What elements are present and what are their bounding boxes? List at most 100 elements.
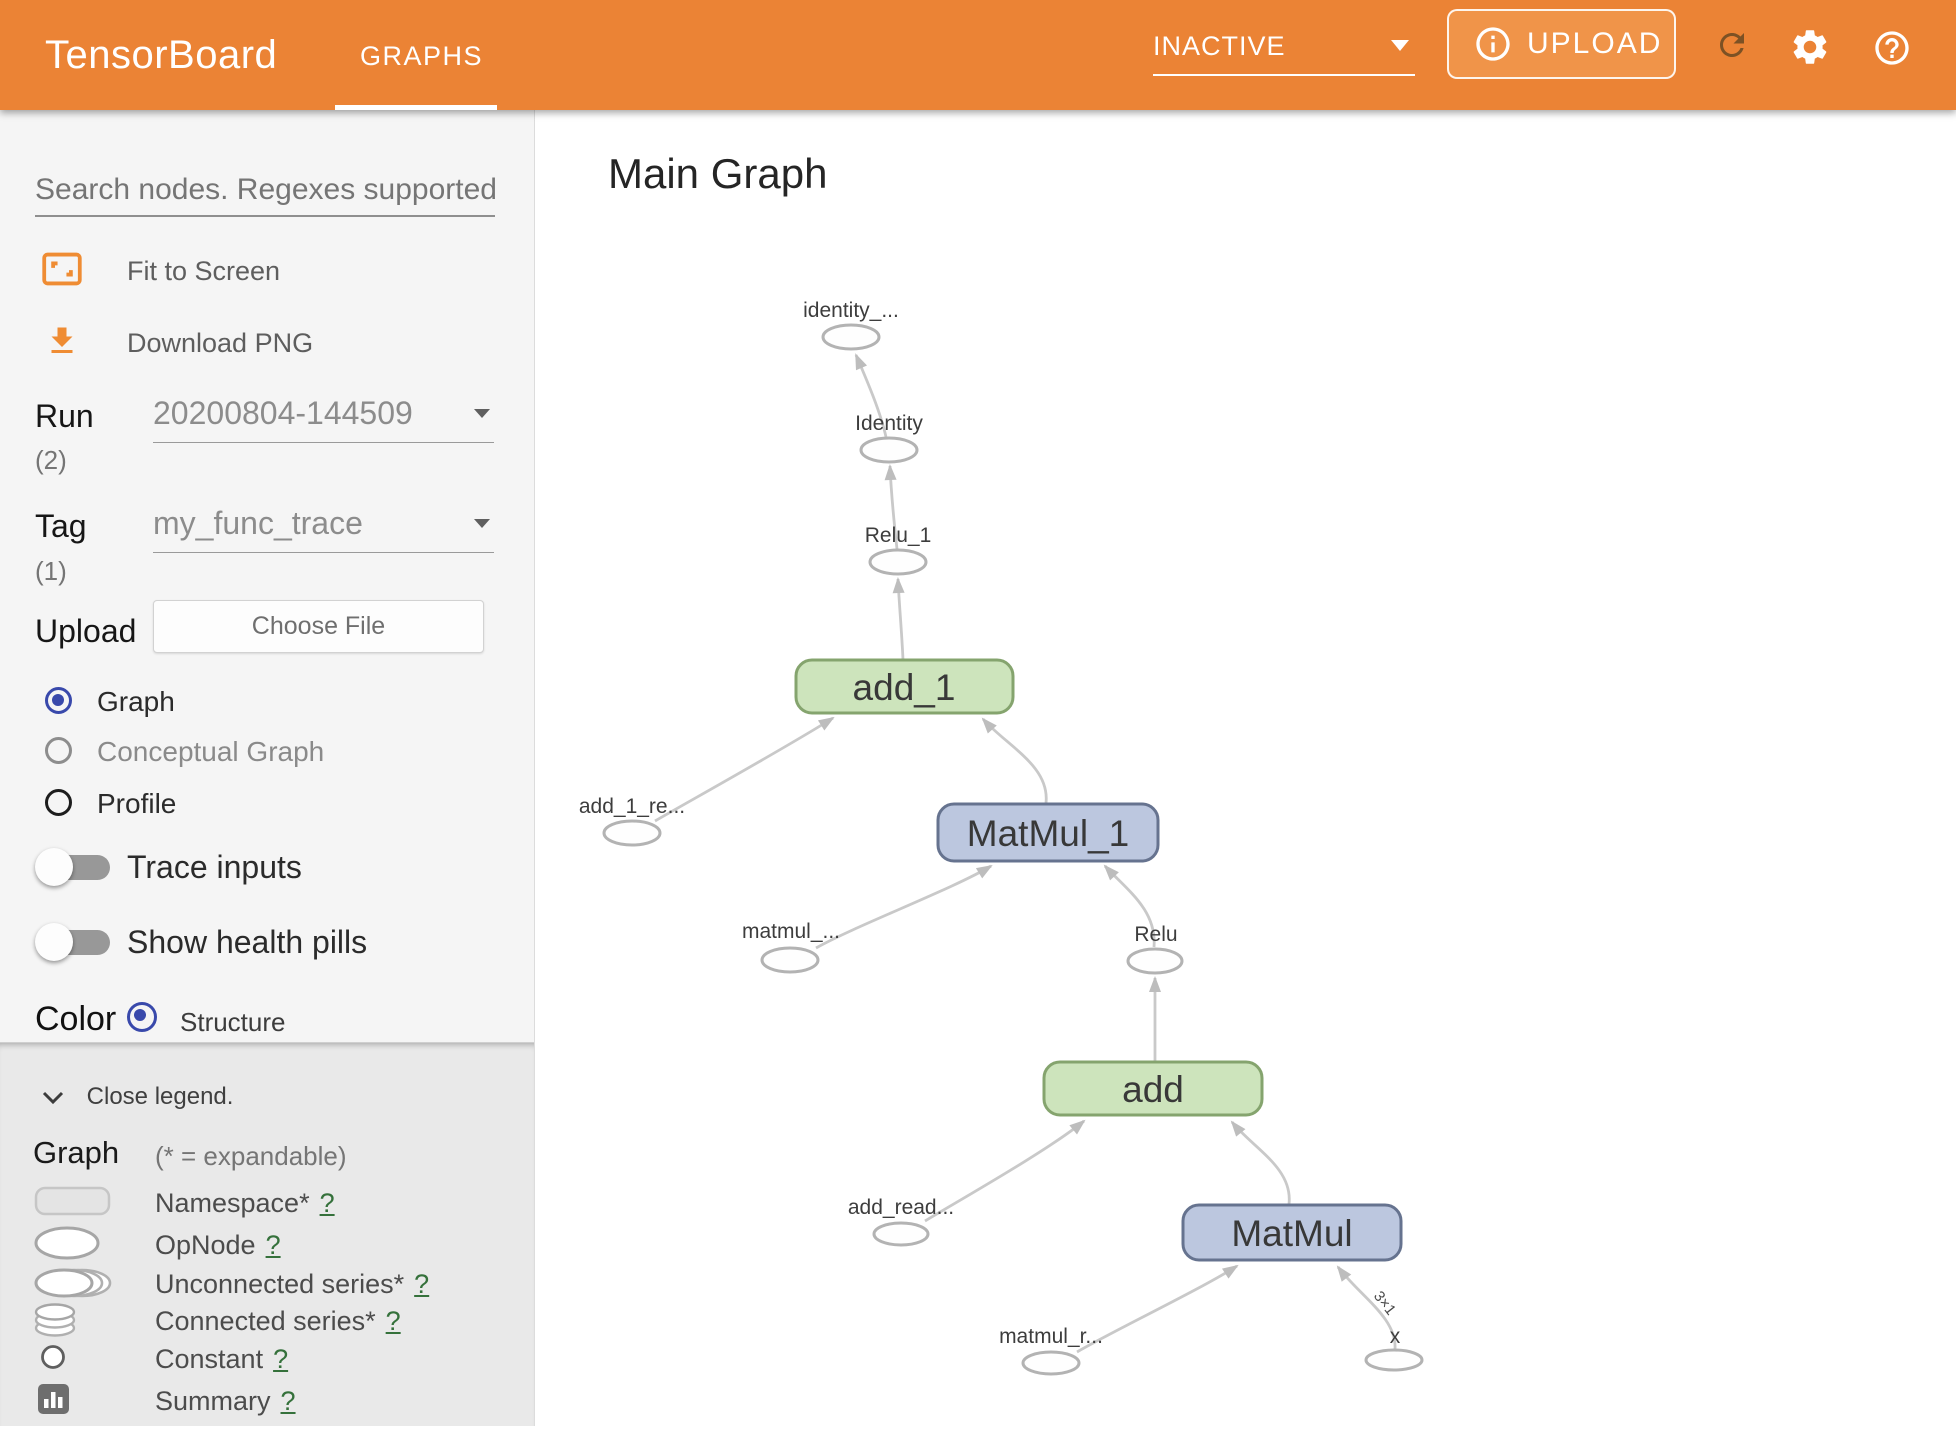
main-graph-area: Main Graph 3×1 identity_... Identity — [535, 110, 1956, 1426]
namespace-icon — [34, 1186, 111, 1216]
download-icon — [51, 327, 73, 353]
tag-select[interactable]: my_func_trace — [153, 505, 494, 553]
settings-gear-icon[interactable] — [1789, 26, 1831, 68]
edge-matmul-to-add — [1230, 1120, 1291, 1205]
tab-graphs[interactable]: GRAPHS — [360, 41, 484, 71]
opnode-icon — [34, 1226, 100, 1260]
graph-node-add-1-read[interactable]: add_1_re... — [579, 795, 685, 847]
upload-label: Upload — [35, 613, 137, 649]
help-link[interactable]: ? — [385, 1306, 401, 1336]
radio-conceptual-graph[interactable] — [45, 737, 72, 764]
trace-inputs-toggle[interactable] — [35, 847, 115, 887]
graph-node-identity-out[interactable]: identity_... — [803, 299, 899, 351]
edge-relu-to-matmul-1 — [1103, 864, 1156, 948]
svg-text:matmul_...: matmul_... — [742, 920, 840, 943]
svg-text:x: x — [1390, 1325, 1401, 1348]
unconnected-series-icon — [34, 1268, 112, 1298]
toggle-knob — [35, 848, 73, 886]
legend-item-summary: Summary? — [155, 1386, 296, 1416]
graph-node-add[interactable]: add — [1042, 1060, 1264, 1117]
refresh-icon[interactable] — [1714, 27, 1750, 63]
edge-add-1-to-relu-1 — [892, 577, 905, 661]
legend-item-constant: Constant? — [155, 1344, 289, 1374]
upload-button[interactable]: UPLOAD — [1447, 9, 1676, 79]
choose-file-button[interactable]: Choose File — [153, 600, 484, 653]
svg-text:add_1: add_1 — [853, 667, 956, 708]
run-select[interactable]: 20200804-144509 — [153, 395, 494, 443]
legend-title: Graph — [33, 1135, 120, 1170]
svg-text:Identity: Identity — [855, 412, 923, 435]
edge-shape-label: 3×1 — [1370, 1288, 1399, 1319]
legend-item-namespace: Namespace*? — [155, 1188, 335, 1218]
active-tab-indicator — [335, 105, 497, 110]
radio-profile-label[interactable]: Profile — [97, 788, 177, 819]
graph-node-identity[interactable]: Identity — [855, 412, 923, 464]
graph-canvas[interactable]: 3×1 identity_... Identity Relu_1 add_1_r… — [535, 110, 1956, 1426]
svg-text:MatMul: MatMul — [1231, 1213, 1352, 1254]
tag-label: Tag — [35, 508, 87, 544]
radio-profile[interactable] — [45, 789, 72, 816]
status-dropdown-value: INACTIVE — [1153, 31, 1286, 61]
show-health-pills-toggle[interactable] — [35, 922, 115, 962]
app-header: TensorBoard GRAPHS INACTIVE UPLOAD — [0, 0, 1956, 110]
tag-select-value: my_func_trace — [153, 505, 363, 541]
run-count: (2) — [35, 445, 67, 475]
help-link[interactable]: ? — [273, 1344, 289, 1374]
help-link[interactable]: ? — [280, 1386, 296, 1416]
graph-node-matmul-1[interactable]: MatMul_1 — [936, 802, 1160, 863]
svg-text:Relu: Relu — [1134, 923, 1177, 946]
chevron-down-icon — [1391, 40, 1409, 51]
connected-series-icon — [34, 1303, 76, 1337]
help-link[interactable]: ? — [414, 1269, 430, 1299]
edge-add-read-to-add — [924, 1119, 1086, 1223]
run-select-value: 20200804-144509 — [153, 395, 413, 431]
help-icon[interactable] — [1872, 28, 1912, 68]
legend-panel: Close legend. Graph (* = expandable) Nam… — [0, 1042, 534, 1426]
chevron-down-icon — [474, 519, 490, 528]
constant-icon — [41, 1345, 65, 1369]
help-link[interactable]: ? — [319, 1188, 335, 1218]
color-label: Color — [35, 1000, 117, 1038]
radio-graph[interactable] — [45, 687, 72, 714]
show-health-pills-label: Show health pills — [127, 924, 368, 960]
svg-text:add: add — [1122, 1069, 1184, 1110]
graph-node-matmul-read[interactable]: matmul_r... — [999, 1325, 1103, 1376]
radio-conceptual-graph-label[interactable]: Conceptual Graph — [97, 736, 325, 767]
graph-node-matmul[interactable]: MatMul — [1181, 1203, 1403, 1262]
toggle-knob — [35, 923, 73, 961]
app-logo: TensorBoard — [45, 33, 278, 77]
graph-node-x[interactable]: x — [1364, 1325, 1424, 1372]
color-structure-label: Structure — [180, 1007, 286, 1037]
search-input[interactable] — [35, 165, 495, 217]
chevron-down-icon — [42, 1091, 64, 1104]
svg-text:add_read...: add_read... — [848, 1196, 954, 1219]
page-title: Main Graph — [608, 150, 828, 197]
sidebar: Fit to Screen Download PNG Run (2) 20200… — [0, 110, 535, 1426]
edge-matmul-read-1-to-matmul-1 — [815, 864, 993, 950]
close-legend-button[interactable]: Close legend. — [42, 1083, 233, 1111]
svg-text:identity_...: identity_... — [803, 299, 899, 322]
svg-text:MatMul_1: MatMul_1 — [967, 813, 1129, 854]
graph-node-relu-1[interactable]: Relu_1 — [865, 524, 932, 576]
radio-graph-label[interactable]: Graph — [97, 686, 175, 717]
fit-to-screen-icon — [42, 252, 82, 286]
graph-node-add-read[interactable]: add_read... — [848, 1196, 954, 1247]
legend-item-unconnected-series: Unconnected series*? — [155, 1269, 430, 1299]
status-dropdown[interactable]: INACTIVE — [1153, 0, 1415, 76]
run-label: Run — [35, 398, 94, 434]
graph-node-matmul-read-1[interactable]: matmul_... — [742, 920, 840, 974]
help-link[interactable]: ? — [265, 1230, 281, 1260]
graph-node-add-1[interactable]: add_1 — [794, 658, 1015, 715]
download-png-label: Download PNG — [127, 328, 314, 358]
edge-add-1-read-to-add-1 — [654, 716, 835, 823]
svg-text:add_1_re...: add_1_re... — [579, 795, 685, 818]
color-structure-radio[interactable] — [127, 1002, 157, 1032]
info-icon — [1476, 27, 1510, 61]
legend-expandable-note: (* = expandable) — [155, 1141, 347, 1171]
tag-count: (1) — [35, 556, 67, 586]
upload-button-label: UPLOAD — [1527, 27, 1663, 60]
legend-item-opnode: OpNode? — [155, 1230, 281, 1260]
edge-matmul-1-to-add-1 — [981, 717, 1048, 804]
graph-node-relu[interactable]: Relu — [1126, 923, 1184, 975]
close-legend-label: Close legend. — [86, 1083, 234, 1110]
